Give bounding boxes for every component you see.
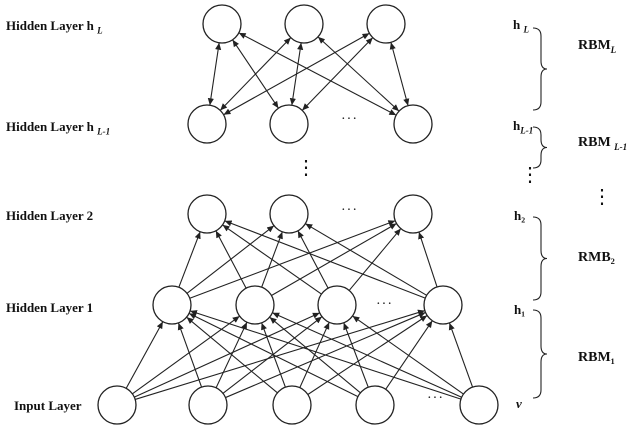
- edge-h1-1-h2-0: [215, 230, 247, 289]
- right-label-hL-1: hL-1: [513, 118, 534, 136]
- edge-input-0-h1-0: [125, 321, 164, 389]
- edge-input-2-h1-0: [186, 316, 278, 394]
- edge-hL-0-hL1-0: [207, 42, 222, 106]
- layer-label-input: Input Layer: [14, 398, 82, 413]
- edge-hL-1-hL1-0: [219, 37, 292, 111]
- vertical-ellipsis-right-labels: ⋮: [520, 164, 540, 186]
- edge-input-3-h1-0: [188, 312, 359, 398]
- edge-hL-1-hL1-2: [317, 36, 400, 112]
- rbm-label-2: RMB₂: [578, 250, 615, 265]
- neuron-hL-2: [366, 4, 406, 44]
- vertical-ellipsis-center: ⋮: [296, 157, 316, 179]
- edge-input-4-h1-2: [352, 315, 464, 395]
- rbm-label-L-1: RBM L-1: [578, 135, 628, 152]
- edge-hL-2-hL1-0: [223, 32, 370, 116]
- edge-input-3-h1-3: [385, 320, 433, 390]
- layer-label-hL-1-sub: L-1: [97, 126, 111, 137]
- right-label-h1: h₁: [514, 302, 526, 317]
- neuron-inp-1: [188, 385, 228, 425]
- ellipsis-input: ···: [427, 391, 444, 406]
- edge-input-4-h1-1: [272, 312, 462, 398]
- brace-rbm-1: [532, 309, 548, 399]
- vertical-ellipsis-rbm: ⋮: [592, 186, 612, 208]
- edge-h1-3-h2-0: [224, 220, 426, 299]
- edge-hL-2-hL1-1: [301, 37, 374, 111]
- connection-edges: [125, 32, 474, 400]
- ellipsis-h2: ···: [341, 203, 358, 218]
- layer-label-hL-sub: L: [97, 25, 103, 36]
- edge-h1-3-h2-2: [418, 231, 438, 288]
- edge-h1-1-h2-2: [271, 223, 397, 296]
- neuron-hL1-2: [393, 104, 433, 144]
- edge-input-4-h1-3: [448, 322, 474, 388]
- neuron-inp-0: [97, 385, 137, 425]
- rbm-label-1: RBM₁: [578, 350, 615, 365]
- right-label-hL-1-sub: L-1: [520, 125, 534, 136]
- edge-h1-0-h2-2: [189, 220, 396, 299]
- edge-input-0-h1-1: [132, 315, 240, 395]
- layer-label-hL: Hidden Layer h L: [6, 18, 103, 36]
- layer-label-hL-1: Hidden Layer h L-1: [6, 119, 111, 137]
- neuron-hL-0: [202, 4, 242, 44]
- right-label-v: v: [516, 396, 522, 411]
- neuron-h2-1: [269, 194, 309, 234]
- edge-h1-0-h2-0: [178, 231, 201, 288]
- rbm-label-L: RBML: [578, 38, 617, 55]
- brace-rbm-L: [532, 27, 548, 111]
- brace-rbm-L-1: [532, 126, 548, 169]
- edge-hL-2-hL1-2: [389, 42, 410, 106]
- neuron-hL1-1: [269, 104, 309, 144]
- edge-h1-2-h2-1: [297, 230, 329, 289]
- neuron-hL-1: [284, 4, 324, 44]
- edge-input-0-h1-3: [135, 309, 425, 400]
- ellipsis-hL-1: ···: [341, 112, 358, 127]
- neuron-h1-2: [317, 285, 357, 325]
- neuron-inp-3: [355, 385, 395, 425]
- layer-label-h1: Hidden Layer 1: [6, 300, 94, 315]
- edge-input-0-h1-2: [134, 312, 320, 398]
- neuron-h1-0: [152, 285, 192, 325]
- brace-rbm-2: [532, 216, 548, 301]
- edge-hL-0-hL1-2: [238, 32, 397, 116]
- right-label-hL-sub: L: [523, 24, 529, 35]
- edge-input-4-h1-0: [189, 310, 462, 400]
- right-label-h2: h₂: [514, 208, 526, 223]
- neuron-h1-1: [235, 285, 275, 325]
- ellipsis-h1: ···: [376, 297, 393, 312]
- rbm-label-L-sub: L: [610, 44, 617, 55]
- edge-h1-2-h2-2: [348, 228, 402, 291]
- edge-input-3-h1-2: [343, 322, 369, 388]
- edge-h1-2-h2-0: [222, 224, 322, 295]
- layer-label-h2: Hidden Layer 2: [6, 208, 94, 223]
- neuron-h2-0: [187, 194, 227, 234]
- neuron-inp-2: [272, 385, 312, 425]
- neuron-hL1-0: [187, 104, 227, 144]
- neuron-h2-2: [393, 194, 433, 234]
- rbm-braces: [532, 27, 548, 399]
- edge-h1-3-h2-1: [305, 223, 427, 296]
- edge-input-1-h1-0: [177, 322, 203, 388]
- edge-input-3-h1-1: [269, 316, 361, 394]
- rbm-label-L-1-sub: L-1: [614, 141, 628, 152]
- right-label-hL: h L: [513, 17, 529, 35]
- neuron-nodes: [97, 4, 499, 425]
- neuron-h1-3: [423, 285, 463, 325]
- neuron-inp-4: [459, 385, 499, 425]
